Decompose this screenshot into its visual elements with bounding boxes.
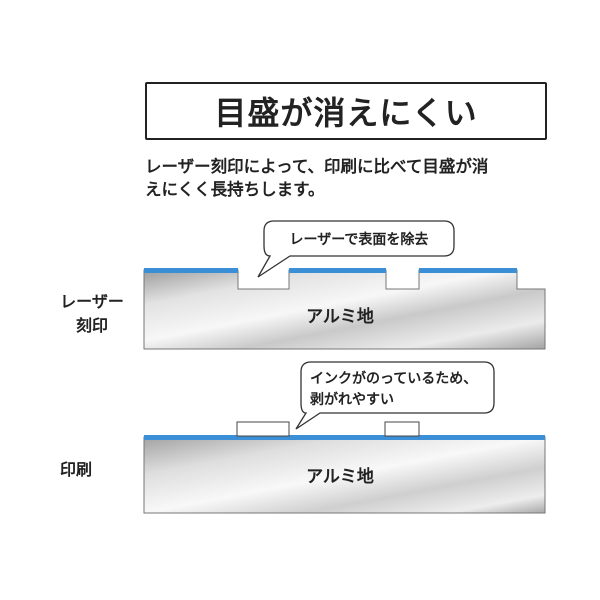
- title-box: 目盛が消えにくい: [145, 82, 547, 140]
- print-aluminum-block: [143, 436, 546, 514]
- laser-aluminum-block: [143, 269, 546, 350]
- description-line-1: レーザー刻印によって、印刷に比べて目盛が消: [145, 157, 489, 176]
- print-material-label: アルミ地: [306, 466, 374, 487]
- laser-label-line-2: 刻印: [75, 316, 108, 335]
- laser-material-label: アルミ地: [306, 306, 374, 327]
- print-coating: [144, 435, 545, 440]
- description-line-2: えにくく長持ちします。: [145, 180, 325, 199]
- print-callout-line-2: 剥がれやすい: [310, 391, 394, 408]
- laser-callout-bubble: [257, 220, 455, 278]
- coating-segment-3: [419, 268, 517, 273]
- coating-segment-2: [289, 268, 386, 273]
- print-label-text: 印刷: [60, 460, 93, 479]
- description: レーザー刻印によって、印刷に比べて目盛が消 えにくく長持ちします。: [145, 155, 565, 201]
- print-callout-line-1: インクがのっているため、: [310, 370, 477, 387]
- coating-segment-1: [144, 268, 238, 273]
- print-label: 印刷: [60, 458, 92, 482]
- print-callout-bubble: [295, 361, 495, 430]
- ink-layer-1: [236, 421, 290, 437]
- laser-engraving-label: レーザー 刻印: [52, 290, 132, 338]
- laser-label-line-1: レーザー: [60, 292, 124, 311]
- laser-callout-text: レーザーで表面を除去: [290, 231, 429, 248]
- page-title: 目盛が消えにくい: [214, 94, 478, 132]
- ink-layer-2: [384, 421, 420, 437]
